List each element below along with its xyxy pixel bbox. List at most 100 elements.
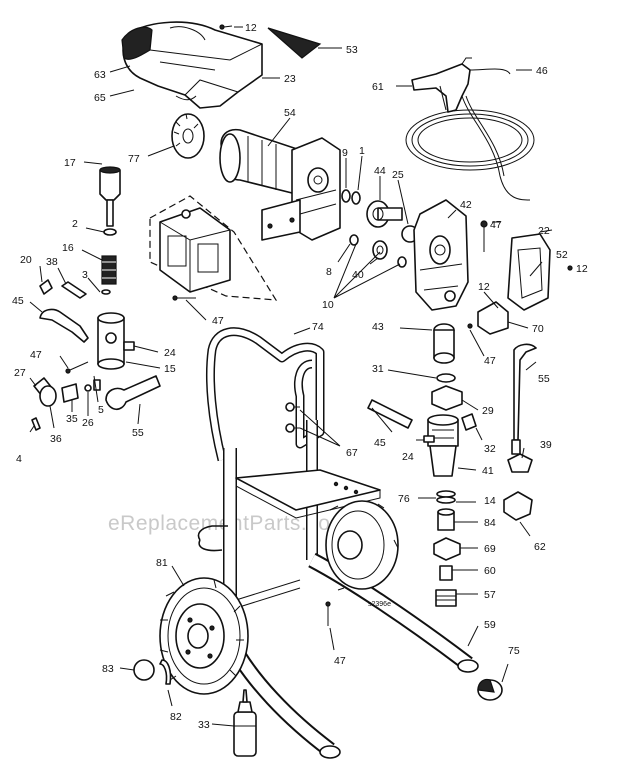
label-42: 42 — [460, 199, 472, 211]
leader-lines — [29, 26, 553, 727]
filter-element-16 — [101, 255, 117, 285]
label-75: 75 — [508, 645, 520, 657]
washer-10 — [397, 256, 407, 268]
label-57: 57 — [484, 589, 496, 601]
valve-38 — [61, 281, 87, 299]
inlet-57 — [435, 589, 457, 607]
label-31: 31 — [372, 363, 384, 375]
label-69: 69 — [484, 543, 496, 555]
label-60: 60 — [484, 565, 496, 577]
label-47-housing: 47 — [490, 219, 502, 231]
washer-1 — [351, 191, 361, 205]
label-67: 67 — [346, 447, 358, 459]
label-61: 61 — [372, 81, 384, 93]
label-33: 33 — [198, 719, 210, 731]
clip-62 — [503, 491, 533, 521]
label-70: 70 — [532, 323, 544, 335]
nut-31 — [436, 373, 456, 383]
label-38: 38 — [46, 256, 58, 268]
gear-44 — [366, 200, 403, 228]
part-number-labels: 12 53 63 65 23 77 54 61 46 17 9 1 44 25 … — [12, 22, 588, 731]
label-1: 1 — [359, 145, 365, 157]
oring-2 — [103, 228, 117, 236]
label-27: 27 — [14, 367, 26, 379]
label-10: 10 — [322, 299, 334, 311]
filter-17 — [99, 166, 121, 227]
cap-75 — [477, 678, 503, 701]
label-14: 14 — [484, 495, 496, 507]
label-22: 22 — [538, 225, 550, 237]
washer-3 — [101, 289, 111, 295]
label-25: 25 — [392, 169, 404, 181]
control-box-outline — [149, 195, 278, 301]
pin-5 — [93, 379, 101, 391]
ball-26 — [84, 384, 92, 392]
label-2: 2 — [72, 218, 78, 230]
pump-cylinder-41 — [427, 414, 459, 477]
label-24-left: 24 — [164, 347, 176, 359]
label-65: 65 — [94, 92, 106, 104]
rear-wheel — [325, 500, 399, 591]
label-55-right: 55 — [538, 373, 550, 385]
clip-82 — [159, 659, 172, 685]
label-40: 40 — [352, 269, 364, 281]
wheel-81 — [159, 577, 249, 695]
fitting-24-right — [423, 435, 435, 443]
label-3: 3 — [82, 269, 88, 281]
hose-46 — [405, 68, 535, 201]
strainer-39 — [507, 453, 533, 473]
label-41: 41 — [482, 465, 494, 477]
label-84: 84 — [484, 517, 496, 529]
label-15: 15 — [164, 363, 176, 375]
tube-55-left — [105, 375, 161, 411]
label-5: 5 — [98, 404, 104, 416]
label-52: 52 — [556, 249, 568, 261]
label-53: 53 — [346, 44, 358, 56]
label-55-left: 55 — [132, 427, 144, 439]
tube-45-left — [39, 308, 89, 343]
cap-20 — [39, 279, 53, 295]
label-39: 39 — [540, 439, 552, 451]
screw-12-bracket — [467, 323, 473, 329]
label-74: 74 — [312, 321, 324, 333]
nut-29 — [431, 385, 463, 411]
nut-69 — [433, 537, 461, 561]
label-20: 20 — [20, 254, 32, 266]
oring-14 — [436, 496, 456, 504]
bracket-70 — [477, 301, 509, 335]
screw-12-top — [223, 25, 233, 28]
fitting-60 — [439, 565, 453, 581]
label-23: 23 — [284, 73, 296, 85]
belt-guard-assembly — [121, 21, 263, 109]
label-26: 26 — [82, 417, 94, 429]
sleeve-84 — [437, 508, 455, 531]
connecting-rod-43 — [433, 323, 455, 364]
label-32: 32 — [484, 443, 496, 455]
label-76: 76 — [398, 493, 410, 505]
label-35: 35 — [66, 413, 78, 425]
label-46: 46 — [536, 65, 548, 77]
washer-9 — [341, 189, 351, 203]
hub-cap-83 — [133, 659, 155, 681]
label-63: 63 — [94, 69, 106, 81]
label-16: 16 — [62, 242, 74, 254]
tube-45-right — [367, 399, 413, 429]
label-83: 83 — [102, 663, 114, 675]
pin-4 — [31, 417, 41, 431]
washer-8 — [349, 234, 359, 246]
label-47-left-lower: 47 — [30, 349, 42, 361]
label-36: 36 — [50, 433, 62, 445]
label-8: 8 — [326, 266, 332, 278]
label-43: 43 — [372, 321, 384, 333]
label-47-frame: 47 — [334, 655, 346, 667]
label-12-cover: 12 — [576, 263, 588, 275]
label-54: 54 — [284, 107, 296, 119]
label-47-rod: 47 — [484, 355, 496, 367]
label-29: 29 — [482, 405, 494, 417]
fitting-35 — [61, 383, 79, 403]
label-24-right: 24 — [402, 451, 414, 463]
oring-76 — [436, 490, 456, 498]
label-47-left: 47 — [212, 315, 224, 327]
pump-housing-42 — [413, 199, 469, 311]
